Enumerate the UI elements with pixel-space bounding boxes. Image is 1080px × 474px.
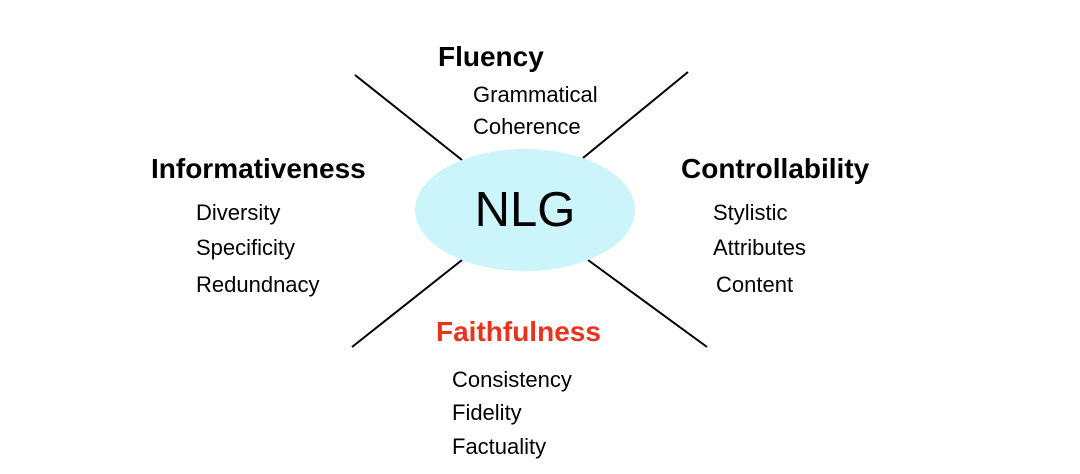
informativeness-heading: Informativeness — [151, 153, 366, 184]
faithfulness-heading: Faithfulness — [436, 316, 601, 347]
divider-line-bottom-left — [351, 259, 463, 348]
divider-line-top-left — [354, 74, 463, 161]
fluency-heading: Fluency — [438, 41, 544, 72]
controllability-item-stylistic: Stylistic — [713, 200, 788, 225]
informativeness-item-specificity: Specificity — [196, 235, 296, 260]
center-label: NLG — [474, 183, 576, 237]
faithfulness-item-fidelity: Fidelity — [452, 400, 522, 425]
controllability-item-attributes: Attributes — [713, 235, 806, 260]
informativeness-item-redundancy: Redundnacy — [196, 272, 320, 297]
faithfulness-item-factuality: Factuality — [452, 434, 547, 459]
divider-line-top-right — [582, 71, 689, 159]
faithfulness-item-consistency: Consistency — [452, 367, 572, 392]
center-ellipse — [415, 149, 635, 271]
controllability-item-content: Content — [716, 272, 794, 297]
fluency-item-grammatical: Grammatical — [473, 82, 598, 107]
divider-line-bottom-right — [587, 259, 708, 348]
fluency-item-coherence: Coherence — [473, 114, 581, 139]
controllability-heading: Controllability — [681, 153, 870, 184]
informativeness-item-diversity: Diversity — [196, 200, 281, 225]
